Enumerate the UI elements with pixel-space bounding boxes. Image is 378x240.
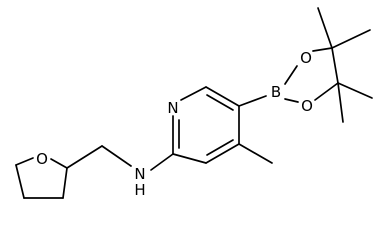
bond-c1-ch2 xyxy=(66,145,103,169)
bond-n1-c6 xyxy=(180,86,207,101)
structure-canvas: O N H N B O O xyxy=(15,7,373,199)
bond-c5-b xyxy=(238,95,267,107)
bond-c6-c5 xyxy=(205,86,240,107)
bond-c3-c4 xyxy=(15,164,25,199)
bond-c1-c2 xyxy=(62,167,68,199)
bond-b-o-top xyxy=(284,65,298,85)
bond-c4-c3-inner xyxy=(206,139,234,156)
atom-label-ester-o-top: O xyxy=(300,49,312,67)
bond-c4-methyl xyxy=(238,143,273,164)
bond-c3-c2 xyxy=(172,153,207,164)
atom-label-amine-h: H xyxy=(134,181,145,199)
bond-nh-c2py xyxy=(150,153,174,171)
atom-label-boron: B xyxy=(271,83,281,101)
bond-methyl-4 xyxy=(337,82,344,123)
atom-label-amine-n: N xyxy=(134,165,145,183)
atom-label-thf-o: O xyxy=(36,150,48,168)
atom-label-pyridine-n: N xyxy=(167,99,178,117)
bond-methyl-3 xyxy=(337,82,373,99)
dioxaborolane-ring xyxy=(284,47,339,103)
bond-c6-c5-inner xyxy=(206,94,234,111)
thf-ring xyxy=(15,157,68,199)
bond-c-c-ring xyxy=(331,47,339,84)
bond-ch2-nh xyxy=(101,145,132,167)
bond-o-top-c xyxy=(312,47,333,52)
bond-c4-o xyxy=(15,157,34,166)
bond-o-c1 xyxy=(50,158,68,169)
bond-c4-c3 xyxy=(205,143,240,164)
bond-methyl-1 xyxy=(317,7,333,49)
bond-b-o-bottom xyxy=(284,98,299,103)
bond-methyl-2 xyxy=(331,29,371,49)
pyridine-ring xyxy=(172,86,240,164)
bond-o-bottom-c xyxy=(314,82,339,101)
atom-label-ester-o-bottom: O xyxy=(301,97,313,115)
